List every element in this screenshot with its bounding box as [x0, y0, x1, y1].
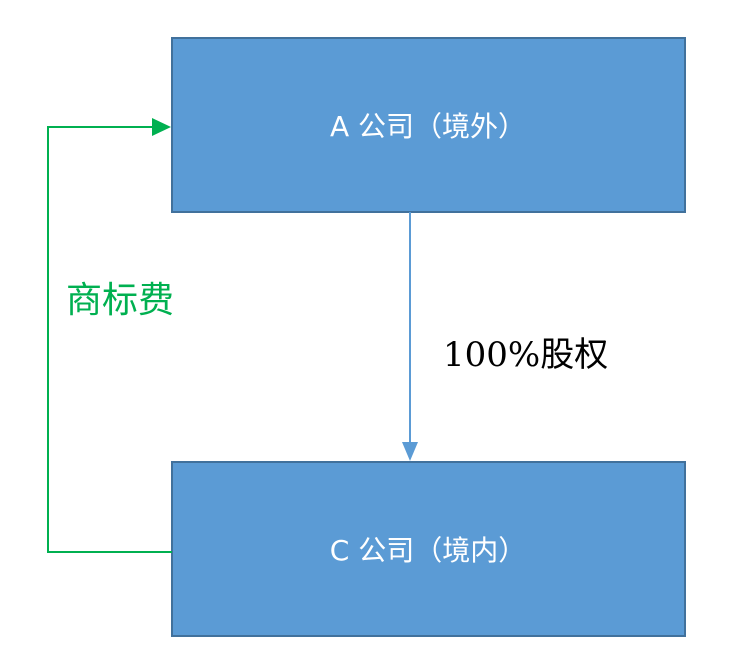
ownership-label: 100%股权	[443, 335, 608, 375]
edge-ownership: 100%股权	[402, 212, 608, 461]
fee-label: 商标费	[66, 280, 174, 321]
node-c-company: C 公司（境内）	[171, 461, 686, 637]
node-a-label: A 公司（境外）	[330, 110, 526, 143]
fee-arrow-line	[47, 126, 172, 553]
edge-trademark-fee: 商标费	[47, 118, 174, 553]
ownership-arrow-head	[402, 442, 418, 461]
node-a-company: A 公司（境外）	[171, 37, 686, 213]
node-a-box	[171, 37, 686, 213]
fee-arrow-head	[152, 118, 171, 136]
node-c-box	[171, 461, 686, 637]
node-c-label: C 公司（境内）	[330, 534, 526, 567]
